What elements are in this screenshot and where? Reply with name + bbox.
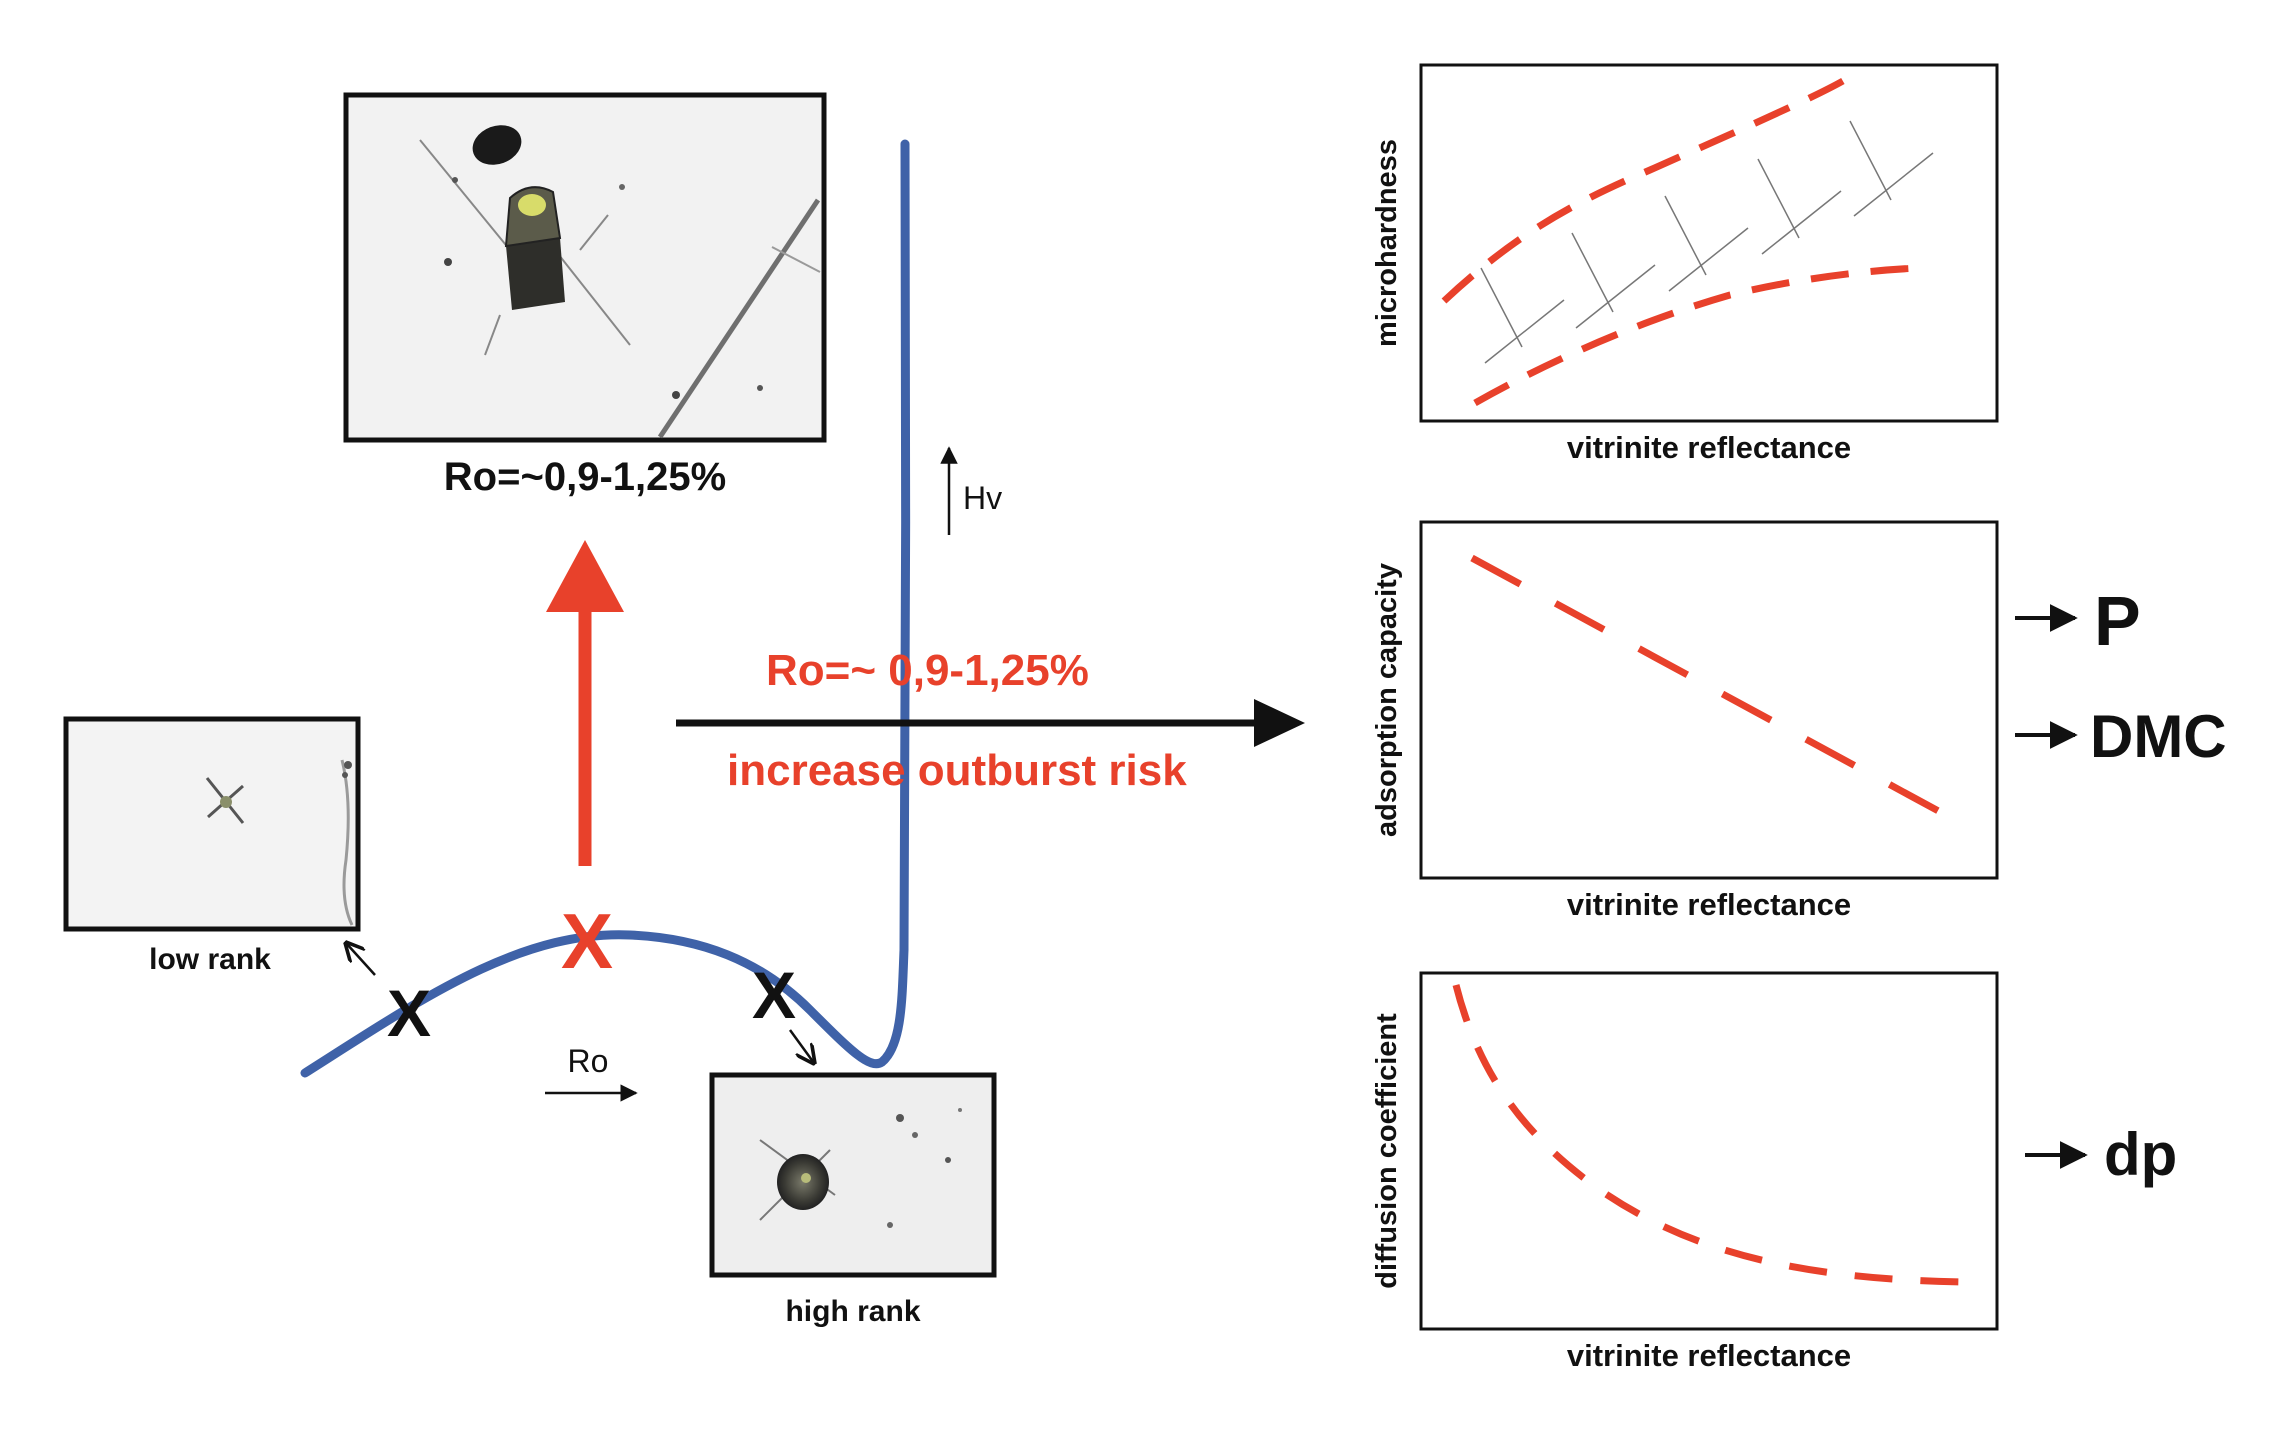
microhardness-xlabel: vitrinite reflectance: [1567, 430, 1851, 465]
adsorption-xlabel: vitrinite reflectance: [1567, 887, 1851, 922]
red-up-arrow: [546, 540, 624, 866]
diffusion-curve: [1452, 984, 1971, 1286]
panel-microhardness: [1419, 63, 1999, 423]
ro-label: Ro: [568, 1043, 609, 1079]
micrograph-high-rank: [709, 1072, 997, 1278]
marker-medium-rank: X: [561, 897, 613, 985]
microhardness-ylabel: microhardness: [1371, 139, 1403, 347]
panel-adsorption: [1419, 520, 1999, 880]
diffusion-xlabel: vitrinite reflectance: [1567, 1338, 1851, 1373]
pointer-high-rank: [788, 1029, 814, 1063]
hv-label: Hv: [963, 480, 1002, 516]
microhardness-hatching: [1480, 120, 1934, 364]
main-arrow-bottom-text: increase outburst risk: [727, 746, 1187, 795]
adsorption-ylabel: adsorption capacity: [1371, 563, 1403, 837]
marker-high-rank: X: [752, 958, 796, 1032]
medium-rank-caption: Ro=~0,9-1,25%: [444, 455, 726, 499]
panel-diffusion: [1419, 971, 1999, 1331]
dmc-label: DMC: [2090, 703, 2227, 770]
marker-low-rank: X: [387, 976, 431, 1050]
microhardness-lower-bound: [1473, 264, 1921, 407]
diffusion-ylabel: diffusion coefficient: [1371, 1013, 1403, 1289]
hardness-curve: [300, 139, 911, 1078]
microhardness-upper-bound: [1441, 75, 1850, 304]
main-arrow: [676, 699, 1305, 747]
micrograph-low-rank: [63, 716, 361, 932]
main-arrow-top-text: Ro=~ 0,9-1,25%: [766, 646, 1089, 695]
low-rank-caption: low rank: [149, 943, 271, 976]
pointer-low-rank: [346, 943, 376, 976]
p-label: P: [2094, 582, 2141, 660]
high-rank-caption: high rank: [785, 1295, 920, 1328]
dp-label: dp: [2104, 1121, 2177, 1188]
micrograph-medium-rank: [343, 92, 827, 443]
